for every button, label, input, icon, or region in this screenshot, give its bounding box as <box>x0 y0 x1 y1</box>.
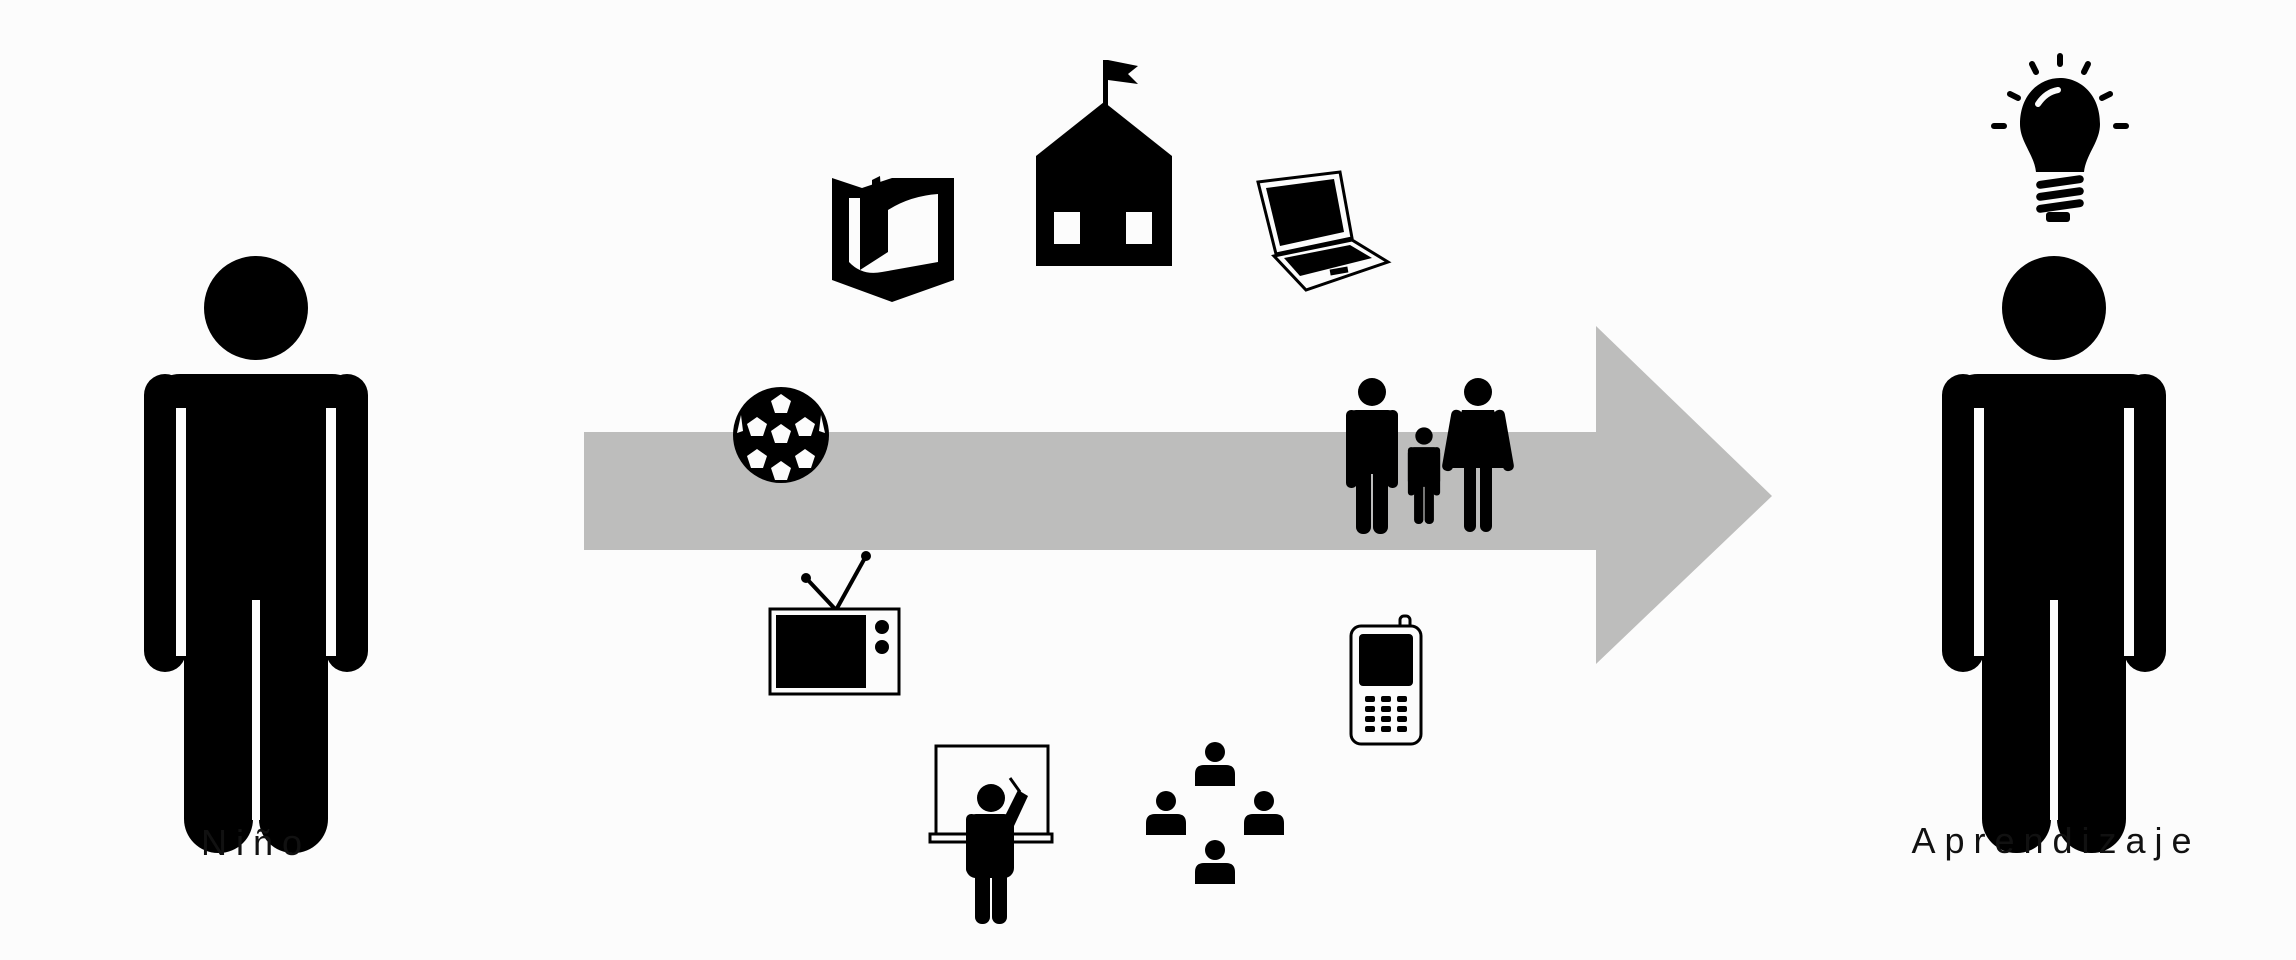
group-icon <box>1146 742 1284 884</box>
soccer-ball-icon <box>733 387 829 483</box>
television-icon <box>768 551 901 696</box>
learner-person-icon <box>1942 256 2166 853</box>
family-icon <box>1346 378 1514 534</box>
child-person-icon <box>144 256 368 853</box>
laptop-icon <box>1256 170 1392 292</box>
teacher-icon <box>928 744 1054 924</box>
process-arrow <box>584 326 1772 664</box>
lightbulb-icon <box>1991 53 2129 222</box>
school-icon <box>1036 60 1172 266</box>
child-label: Niño <box>201 822 311 863</box>
learning-label: Aprendizaje <box>1911 820 2200 861</box>
mobile-phone-icon <box>1349 614 1423 746</box>
book-icon <box>832 176 954 302</box>
